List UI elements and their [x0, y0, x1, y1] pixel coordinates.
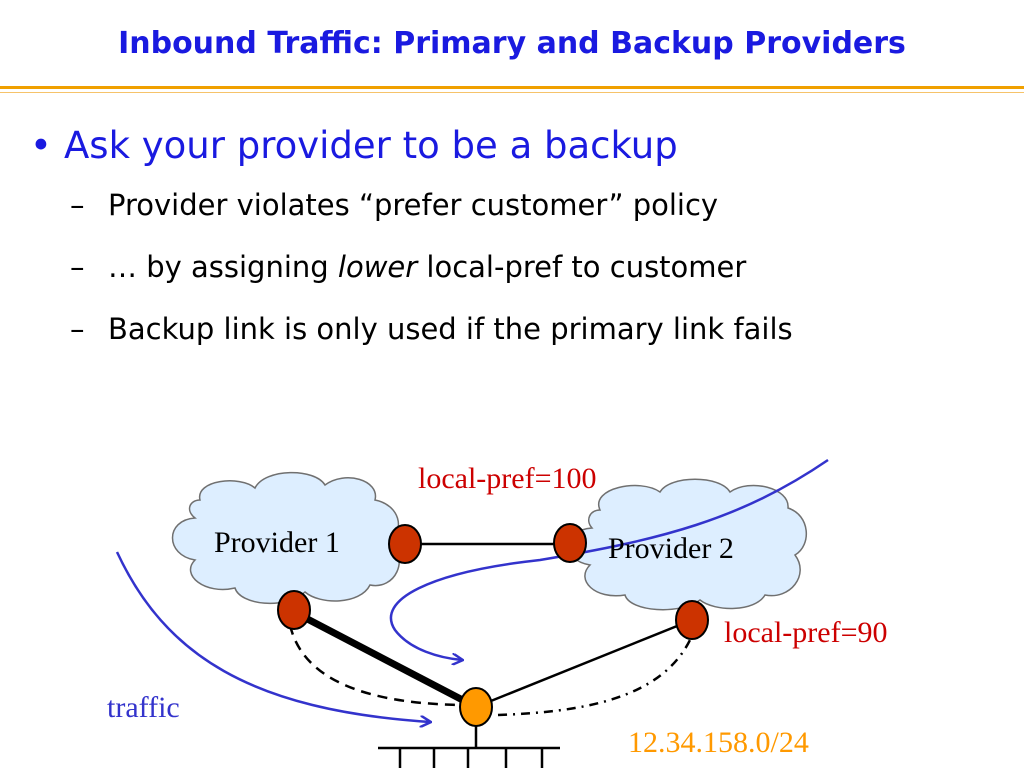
title-rule: [0, 86, 1024, 89]
traffic-arrow-inbound: [115, 551, 430, 722]
bullet-sub-2-post: local-pref to customer: [417, 250, 747, 284]
title-rule-thin: [0, 92, 1024, 93]
bullet-sub-2-pre: … by assigning: [108, 250, 338, 284]
route-path-primary: [288, 624, 471, 707]
bullet-main: • Ask your provider to be a backup: [30, 118, 793, 174]
bullet-sub-1-text: Provider violates “prefer customer” poli…: [108, 188, 719, 222]
router-provider1-edge: [277, 590, 311, 630]
bullet-sub-2-emphasis: lower: [337, 250, 418, 284]
page-title: Inbound Traffic: Primary and Backup Prov…: [118, 26, 906, 61]
local-pref-90-label: local-pref=90: [724, 616, 888, 649]
route-path-backup: [497, 639, 692, 717]
router-customer: [459, 687, 493, 727]
provider2-label: Provider 2: [608, 532, 734, 565]
dash-icon: –: [70, 188, 85, 222]
router-provider1-peer: [388, 524, 422, 564]
traffic-arrow-avoid-backup: [389, 458, 829, 660]
bullet-sub-3: –Backup link is only used if the primary…: [70, 298, 793, 360]
dash-icon: –: [70, 312, 85, 346]
traffic-label: traffic: [107, 691, 180, 724]
router-provider2-peer: [553, 523, 587, 563]
bullet-sub-2: –… by assigning lower local-pref to cust…: [70, 236, 793, 298]
bullet-list: •Ask your provider to be a backup –Provi…: [30, 118, 793, 360]
bullet-dot-icon: •: [30, 124, 52, 167]
router-provider2-edge: [675, 600, 709, 640]
local-pref-100-label: local-pref=100: [418, 462, 597, 495]
bullet-main-text: Ask your provider to be a backup: [64, 124, 678, 167]
bullet-sub-1: –Provider violates “prefer customer” pol…: [70, 174, 793, 236]
provider1-cloud: [171, 471, 400, 605]
dash-icon: –: [70, 250, 85, 284]
primary-link: [292, 608, 478, 711]
prefix-label: 12.34.158.0/24: [628, 726, 809, 759]
bullet-sub-3-text: Backup link is only used if the primary …: [108, 312, 793, 346]
backup-link: [475, 618, 693, 709]
provider1-label: Provider 1: [214, 526, 340, 559]
